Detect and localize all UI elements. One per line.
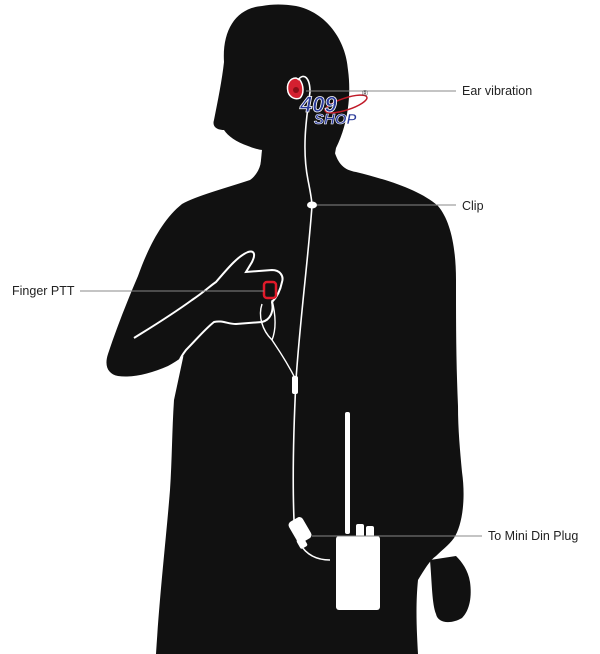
inline-connector	[292, 376, 298, 394]
radio-antenna	[345, 412, 350, 534]
ptt-cable	[259, 299, 297, 381]
earpiece	[286, 77, 304, 100]
label-mini-din-plug: To Mini Din Plug	[488, 529, 579, 543]
person-silhouette	[106, 4, 471, 654]
clip-marker	[307, 201, 317, 209]
radio-knob-right	[366, 526, 374, 538]
logo-number: 409	[299, 92, 337, 117]
hand-outline	[133, 250, 284, 367]
label-clip: Clip	[462, 199, 484, 213]
label-finger-ptt: Finger PTT	[12, 284, 75, 298]
radio-body	[336, 536, 380, 610]
finger-ptt-button	[262, 280, 278, 300]
logo-registered-mark: ®	[362, 89, 368, 98]
two-way-radio-icon	[336, 412, 380, 610]
radio-knob-left	[356, 524, 364, 538]
shop-logo: 409 SHOP ®	[299, 89, 368, 128]
earpiece-cable	[292, 75, 313, 545]
leader-lines	[80, 90, 482, 537]
logo-orbit	[324, 94, 368, 114]
logo-word: SHOP	[314, 111, 358, 128]
torso	[106, 150, 464, 654]
label-ear-vibration: Ear vibration	[462, 84, 533, 98]
plug-connector	[288, 517, 312, 549]
right-hand	[430, 556, 471, 623]
head	[213, 4, 350, 170]
